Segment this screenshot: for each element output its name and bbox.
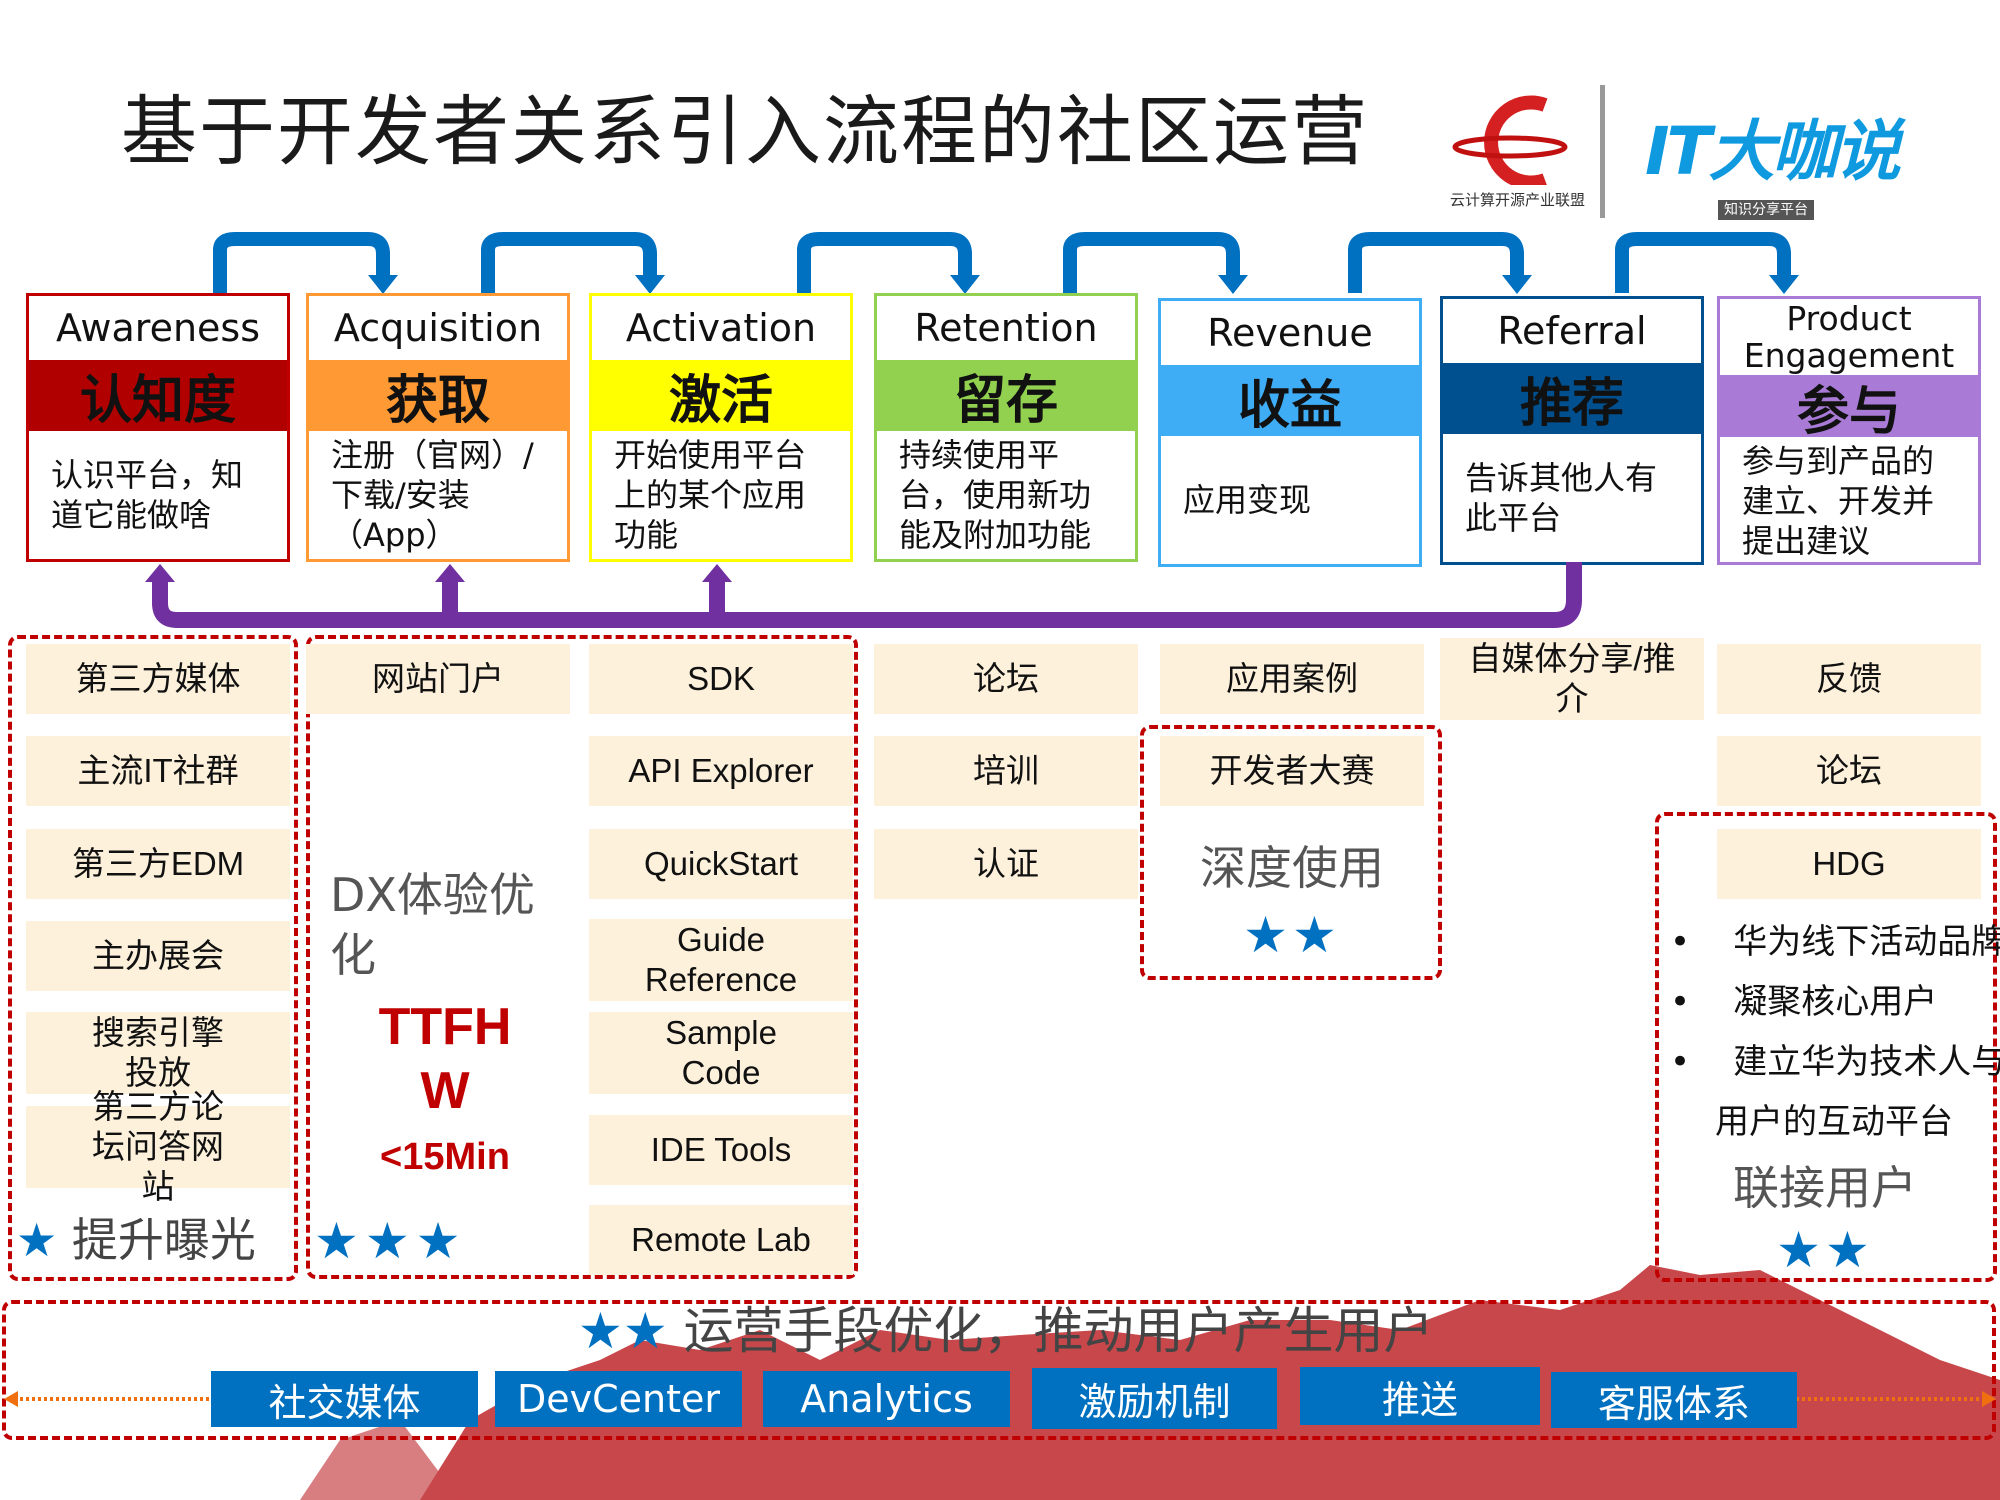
- stage-en: Retention: [914, 306, 1098, 350]
- oscar-logo-text: 云计算开源产业联盟: [1450, 191, 1586, 209]
- list-item: 培训: [874, 736, 1138, 806]
- list-item: 第三方论坛问答网站: [26, 1088, 290, 1205]
- list-item: 反馈: [1717, 644, 1981, 714]
- list-item: 第三方媒体: [26, 644, 290, 714]
- stage-en: Product Engagement: [1743, 299, 1955, 375]
- flow-arrows: [213, 232, 1799, 294]
- stage-desc: 开始使用平台上的某个应用功能: [614, 436, 807, 554]
- list-item: 开发者大赛: [1160, 736, 1424, 806]
- list-item: IDE Tools: [589, 1115, 853, 1185]
- ttfhw-time: <15Min: [380, 1136, 510, 1178]
- referral-feedback-arrow: [145, 562, 1582, 628]
- list-item: 应用案例: [1160, 644, 1424, 714]
- itdks-logo: IT大咖说: [1645, 113, 1901, 190]
- stage-desc: 认识平台，知道它能做啥: [51, 456, 244, 534]
- stage-retention: Retention 留存 持续使用平台，使用新功能及附加功能: [874, 293, 1138, 562]
- dx-note: DX体验优化: [330, 868, 535, 982]
- ops-button-social-media[interactable]: 社交媒体: [211, 1371, 478, 1427]
- operations-title: ★★ 运营手段优化，推动用户产生用户: [578, 1302, 1434, 1360]
- list-item: 主流IT社群: [26, 736, 290, 806]
- operations-arrows: [4, 1391, 1996, 1407]
- connect-users-note: 联接用户: [1733, 1161, 1917, 1215]
- ops-button-analytics[interactable]: Analytics: [763, 1371, 1010, 1427]
- star-icon: ★: [16, 1213, 58, 1267]
- stage-cn: 获取: [309, 360, 567, 431]
- list-item: HDG: [1717, 829, 1981, 899]
- stage-activation: Activation 激活 开始使用平台上的某个应用功能: [589, 293, 853, 562]
- ops-button-incentives[interactable]: 激励机制: [1032, 1368, 1277, 1429]
- star-rating: ★★: [578, 1302, 668, 1360]
- list-item: SDK: [589, 644, 853, 714]
- engagement-bullets: • 华为线下活动品牌 • 凝聚核心用户 • 建立华为技术人与 用户的互动平台: [1670, 912, 2000, 1152]
- logo-divider: [1600, 85, 1605, 218]
- stage-cn: 推荐: [1443, 363, 1701, 434]
- acquisition-activation-group: [306, 635, 858, 1279]
- stage-cn: 参与: [1720, 375, 1978, 442]
- bullet-item-continued: 用户的互动平台: [1715, 1102, 1953, 1142]
- stage-awareness: Awareness 认知度 认识平台，知道它能做啥: [26, 293, 290, 562]
- stage-en: Awareness: [55, 306, 261, 350]
- stage-en: Activation: [625, 306, 817, 350]
- star-rating: ★★★: [314, 1212, 467, 1270]
- oscar-logo: 云计算开源产业联盟: [1450, 85, 1586, 215]
- list-item: 自媒体分享/推介: [1440, 638, 1704, 720]
- deep-usage-note: 深度使用: [1200, 841, 1384, 895]
- list-item: 搜索引擎投放: [26, 1012, 290, 1094]
- ttfhw-label: TTFHW: [378, 998, 512, 1120]
- list-item: 论坛: [1717, 736, 1981, 806]
- star-rating: ★★: [1776, 1221, 1874, 1279]
- stage-en: Acquisition: [333, 306, 543, 350]
- list-item: Sample Code: [589, 1012, 853, 1094]
- page-title: 基于开发者关系引入流程的社区运营: [121, 87, 1369, 176]
- awareness-group: [8, 635, 298, 1281]
- list-item: Guide Reference: [589, 919, 853, 1001]
- operations-group: [2, 1300, 1996, 1440]
- stage-referral: Referral 推荐 告诉其他人有此平台: [1440, 296, 1704, 565]
- stage-cn: 收益: [1161, 365, 1419, 436]
- bullet-item: • 华为线下活动品牌: [1670, 922, 2000, 962]
- list-item: 第三方EDM: [26, 829, 290, 899]
- stage-desc: 注册（官网）/下载/安装（App）: [331, 436, 534, 554]
- connect-users-group: [1655, 812, 1997, 1282]
- bullet-item: • 建立华为技术人与: [1670, 1042, 2000, 1082]
- stage-en: Referral: [1497, 309, 1647, 353]
- awareness-note-text: 提升曝光: [71, 1213, 256, 1267]
- stage-cn: 认知度: [29, 360, 287, 431]
- list-item: QuickStart: [589, 829, 853, 899]
- stage-desc: 告诉其他人有此平台: [1465, 459, 1658, 537]
- stage-revenue: Revenue 收益 应用变现: [1158, 298, 1422, 567]
- list-item: 论坛: [874, 644, 1138, 714]
- list-item: Remote Lab: [589, 1205, 853, 1275]
- stage-en: Revenue: [1207, 311, 1373, 355]
- list-item: API Explorer: [589, 736, 853, 806]
- star-rating: ★★: [1243, 906, 1341, 964]
- stage-desc: 应用变现: [1183, 481, 1312, 519]
- list-item: 认证: [874, 829, 1138, 899]
- stage-cn: 激活: [592, 360, 850, 431]
- stage-cn: 留存: [877, 360, 1135, 431]
- stage-desc: 参与到产品的建立、开发并提出建议: [1742, 442, 1935, 560]
- list-item: 主办展会: [26, 921, 290, 991]
- stage-desc: 持续使用平台，使用新功能及附加功能: [899, 436, 1092, 554]
- deep-usage-group: [1140, 725, 1442, 980]
- operations-title-text: 运营手段优化，推动用户产生用户: [683, 1302, 1434, 1360]
- ops-button-customer-service[interactable]: 客服体系: [1551, 1372, 1797, 1428]
- itdks-logo-subtitle: 知识分享平台: [1718, 200, 1814, 220]
- stage-acquisition: Acquisition 获取 注册（官网）/下载/安装（App）: [306, 293, 570, 562]
- awareness-note: ★ 提升曝光: [16, 1212, 256, 1268]
- stage-product-engagement: Product Engagement 参与 参与到产品的建立、开发并提出建议: [1717, 296, 1981, 565]
- ops-button-push[interactable]: 推送: [1300, 1367, 1540, 1425]
- list-item: 网站门户: [306, 644, 570, 714]
- bullet-item: • 凝聚核心用户: [1670, 982, 1938, 1022]
- ops-button-devcenter[interactable]: DevCenter: [495, 1371, 742, 1427]
